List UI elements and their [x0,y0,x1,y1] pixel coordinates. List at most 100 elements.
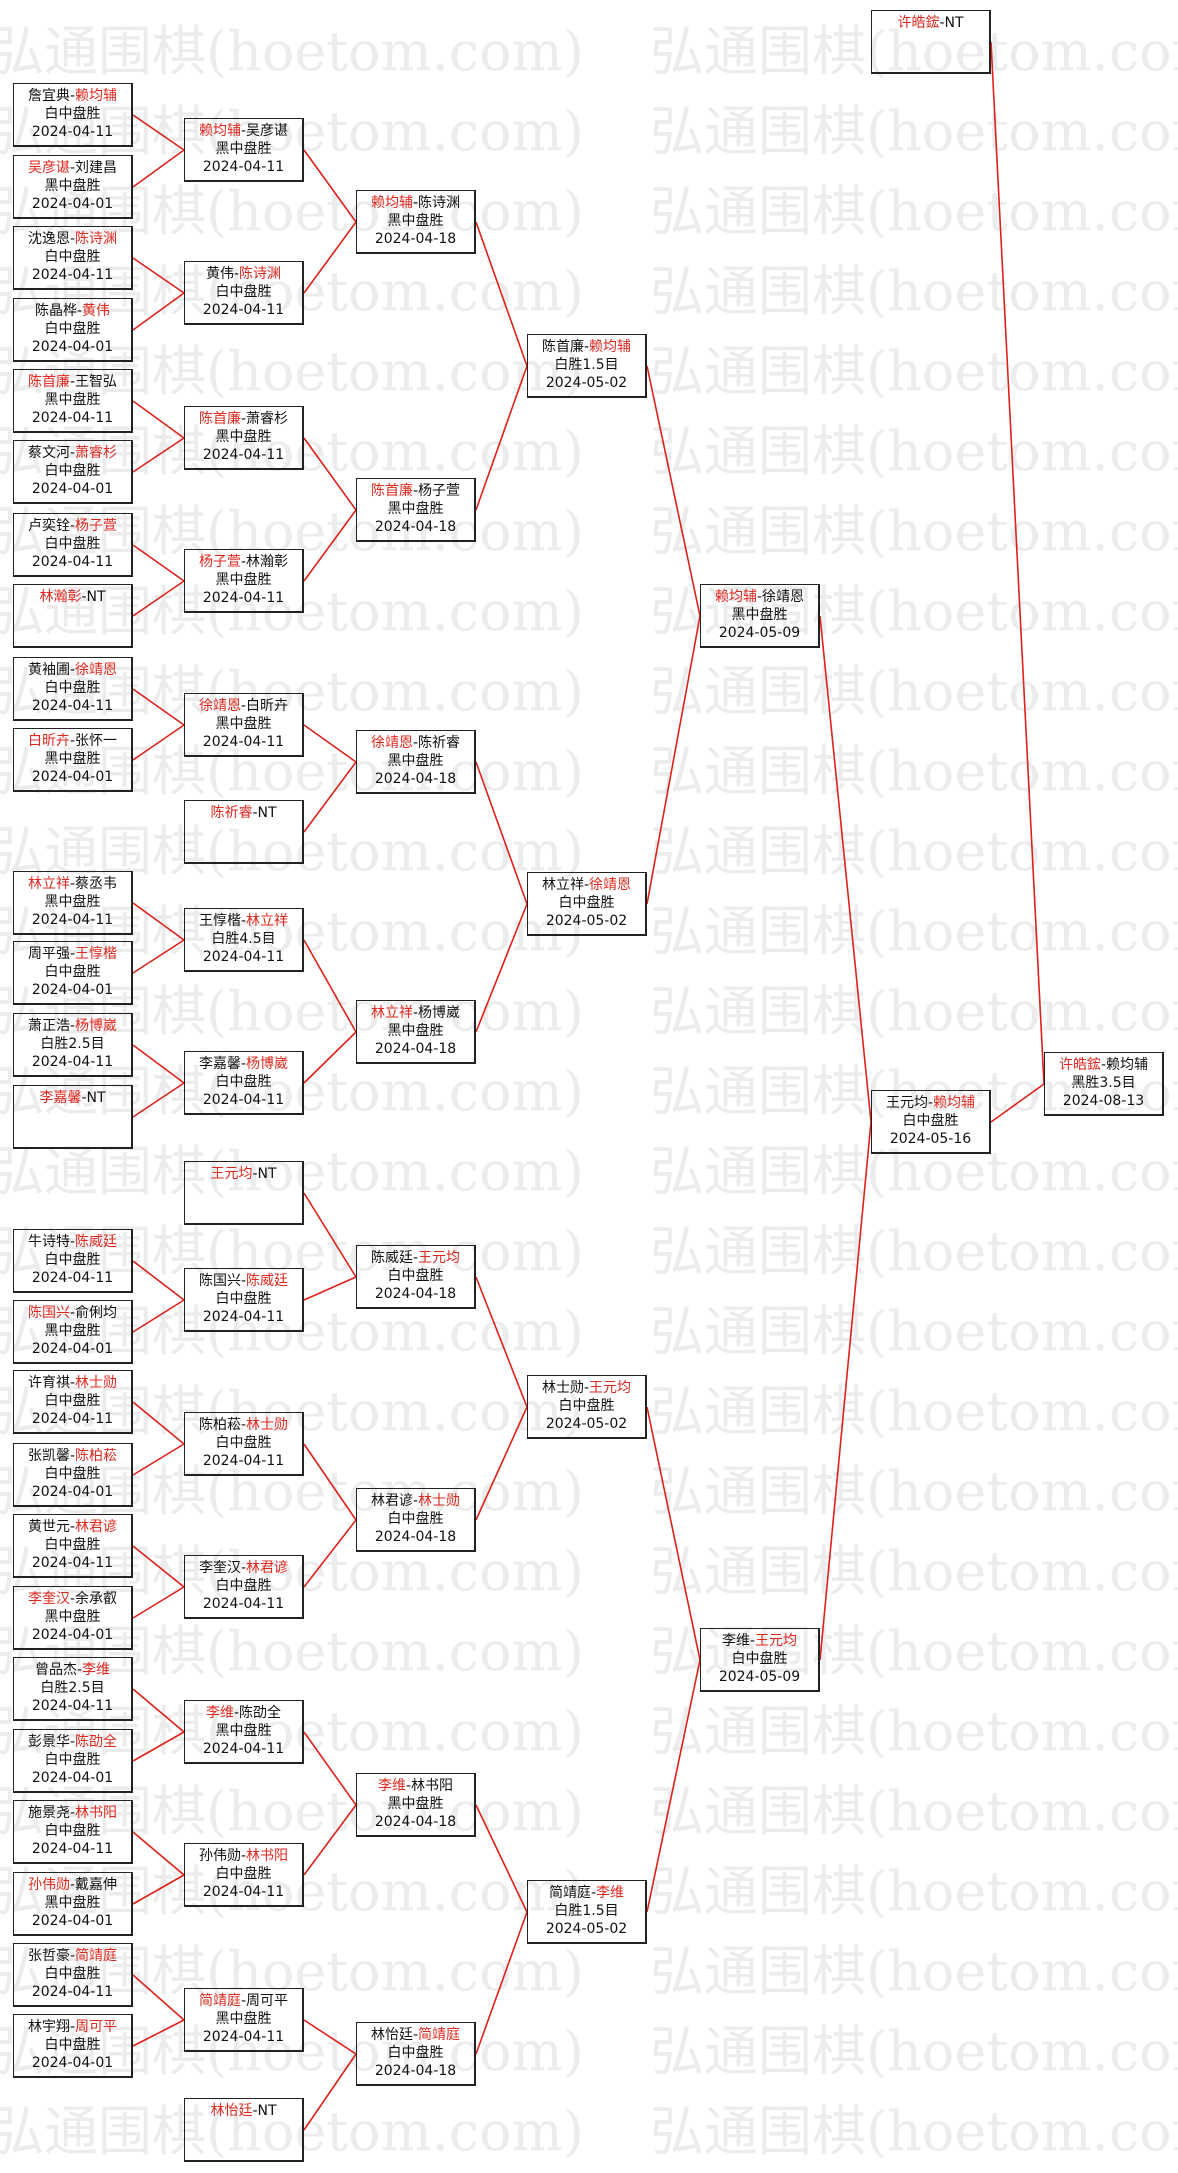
dash-separator: - [240,1273,247,1289]
winner-name: 李维 [377,1778,406,1794]
bracket-connector [303,437,357,511]
result-text: 白胜1.5目 [554,357,619,373]
matchup: 林立祥-徐靖恩 [528,876,645,894]
dash-separator: - [69,374,76,390]
match-date: 2024-04-01 [31,1770,114,1786]
r2-match-box: 林怡廷-NT [184,2098,304,2162]
bracket-connector [303,1731,357,1806]
player-name: 俞俐均 [75,1305,118,1321]
match-date: 2024-04-01 [31,1627,114,1643]
matchup: 黄袖圃-徐靖恩 [14,661,131,679]
dash-separator: - [76,1662,83,1678]
result-text: 白中盘胜 [44,680,101,696]
player-name: 施景尧 [27,1805,70,1821]
player-name: 曾品杰 [34,1662,77,1678]
bracket-connector [132,1044,185,1084]
result-text: 黑中盘胜 [387,213,444,229]
winner-name: 林立祥 [27,876,70,892]
matchup: 王惇楷-林立祥 [185,912,302,930]
winner-name: 林瀚彰 [39,589,82,605]
matchup: 詹宜典-赖均辅 [14,87,131,105]
bracket-connector [303,1804,357,1876]
result-text: 白中盘胜 [44,1466,101,1482]
match-date: 2024-04-01 [31,196,114,212]
bracket-connector [475,1276,528,1408]
match-date: 2024-04-11 [202,1741,285,1757]
player-name: 王智弘 [75,374,118,390]
player-name: 李维 [721,1633,750,1649]
winner-name: 王元均 [210,1166,253,1182]
match-date: 2024-04-18 [374,231,457,247]
result-text: 黑中盘胜 [44,178,101,194]
result-text: 白胜4.5目 [211,931,276,947]
match-date: 2024-04-11 [31,1698,114,1714]
dash-separator: - [69,1805,76,1821]
match-date: 2024-05-02 [545,913,628,929]
player-name: 林怡廷 [370,2027,413,2043]
bracket-connector [303,221,357,294]
match-date: 2024-04-11 [31,410,114,426]
winner-name: 孙伟勋 [27,1877,70,1893]
dash-separator: - [583,877,590,893]
match-date: 2024-04-01 [31,769,114,785]
result-text: 黑中盘胜 [387,1796,444,1812]
winner-name: 周可平 [75,2019,118,2035]
winner-name: 林立祥 [370,1005,413,1021]
matchup: 林立祥-杨博崴 [357,1004,474,1022]
dash-separator: - [412,483,419,499]
matchup: 许皓鋐-赖均辅 [1045,1056,1162,1074]
dash-separator: - [69,231,76,247]
winner-name: 简靖庭 [418,2027,461,2043]
matchup: 赖均辅-吴彦谌 [185,122,302,140]
bracket-connector [646,615,701,905]
matchup: 林士勋-王元均 [528,1379,645,1397]
dash-separator: - [583,339,590,355]
bracket-connector [475,365,528,511]
winner-name: 徐靖恩 [370,735,413,751]
dash-separator: - [69,1591,76,1607]
player-name: 林书阳 [411,1778,454,1794]
bracket-connector [132,1545,185,1588]
winner-name: 萧睿杉 [75,445,118,461]
match-date: 2024-04-18 [374,1041,457,1057]
dash-separator: - [240,123,247,139]
match-date: 2024-04-18 [374,2063,457,2079]
bracket-connector [132,724,185,761]
dash-separator: - [81,1090,87,1106]
bracket-connector [990,1083,1045,1123]
matchup: 陈柏菘-林士勋 [185,1416,302,1434]
match-date: 2024-04-11 [202,1453,285,1469]
bracket-connector [132,1688,185,1733]
matchup: 赖均辅-陈诗渊 [357,194,474,212]
winner-name: 陈柏菘 [75,1448,118,1464]
dash-separator: - [69,1018,76,1034]
winner-name: 赖均辅 [714,589,757,605]
result-text: 白中盘胜 [44,249,101,265]
match-date: 2024-04-11 [202,159,285,175]
winner-name: 林士勋 [246,1417,289,1433]
dash-separator: - [412,1005,419,1021]
player-name: 张凯馨 [27,1448,70,1464]
winner-name: 陈诗渊 [75,231,118,247]
matchup: 李嘉馨-NT [14,1089,131,1107]
dash-separator: - [81,589,87,605]
matchup: 陈首廉-赖均辅 [528,338,645,356]
winner-name: 徐靖恩 [198,698,241,714]
